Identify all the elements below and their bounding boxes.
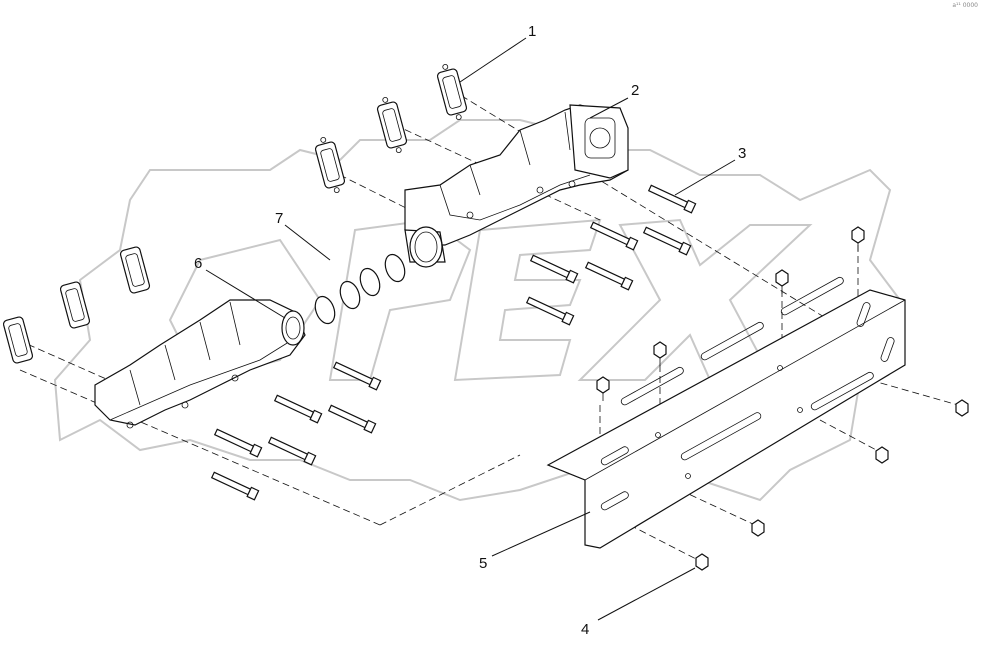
manifold-bolt-set	[210, 184, 697, 501]
seal-ring-set	[314, 253, 406, 325]
heat-shield	[546, 276, 906, 549]
callout-2: 2	[631, 82, 639, 99]
callout-labels: 1 2 3 4 5 6 7	[194, 23, 746, 638]
upper-gasket-set	[314, 63, 468, 194]
callout-3: 3	[738, 145, 746, 162]
callout-7: 7	[275, 210, 283, 227]
callout-6: 6	[194, 255, 202, 272]
rear-exhaust-manifold	[404, 104, 629, 268]
flange-nut-set	[596, 226, 969, 571]
corner-reference-mark: a¹¹ 0000	[952, 2, 978, 9]
front-exhaust-manifold	[94, 299, 306, 429]
lower-gasket-set	[2, 246, 151, 364]
callout-leaders	[205, 37, 736, 621]
callout-1: 1	[528, 23, 536, 40]
callout-5: 5	[479, 555, 487, 572]
callout-4: 4	[581, 621, 589, 638]
